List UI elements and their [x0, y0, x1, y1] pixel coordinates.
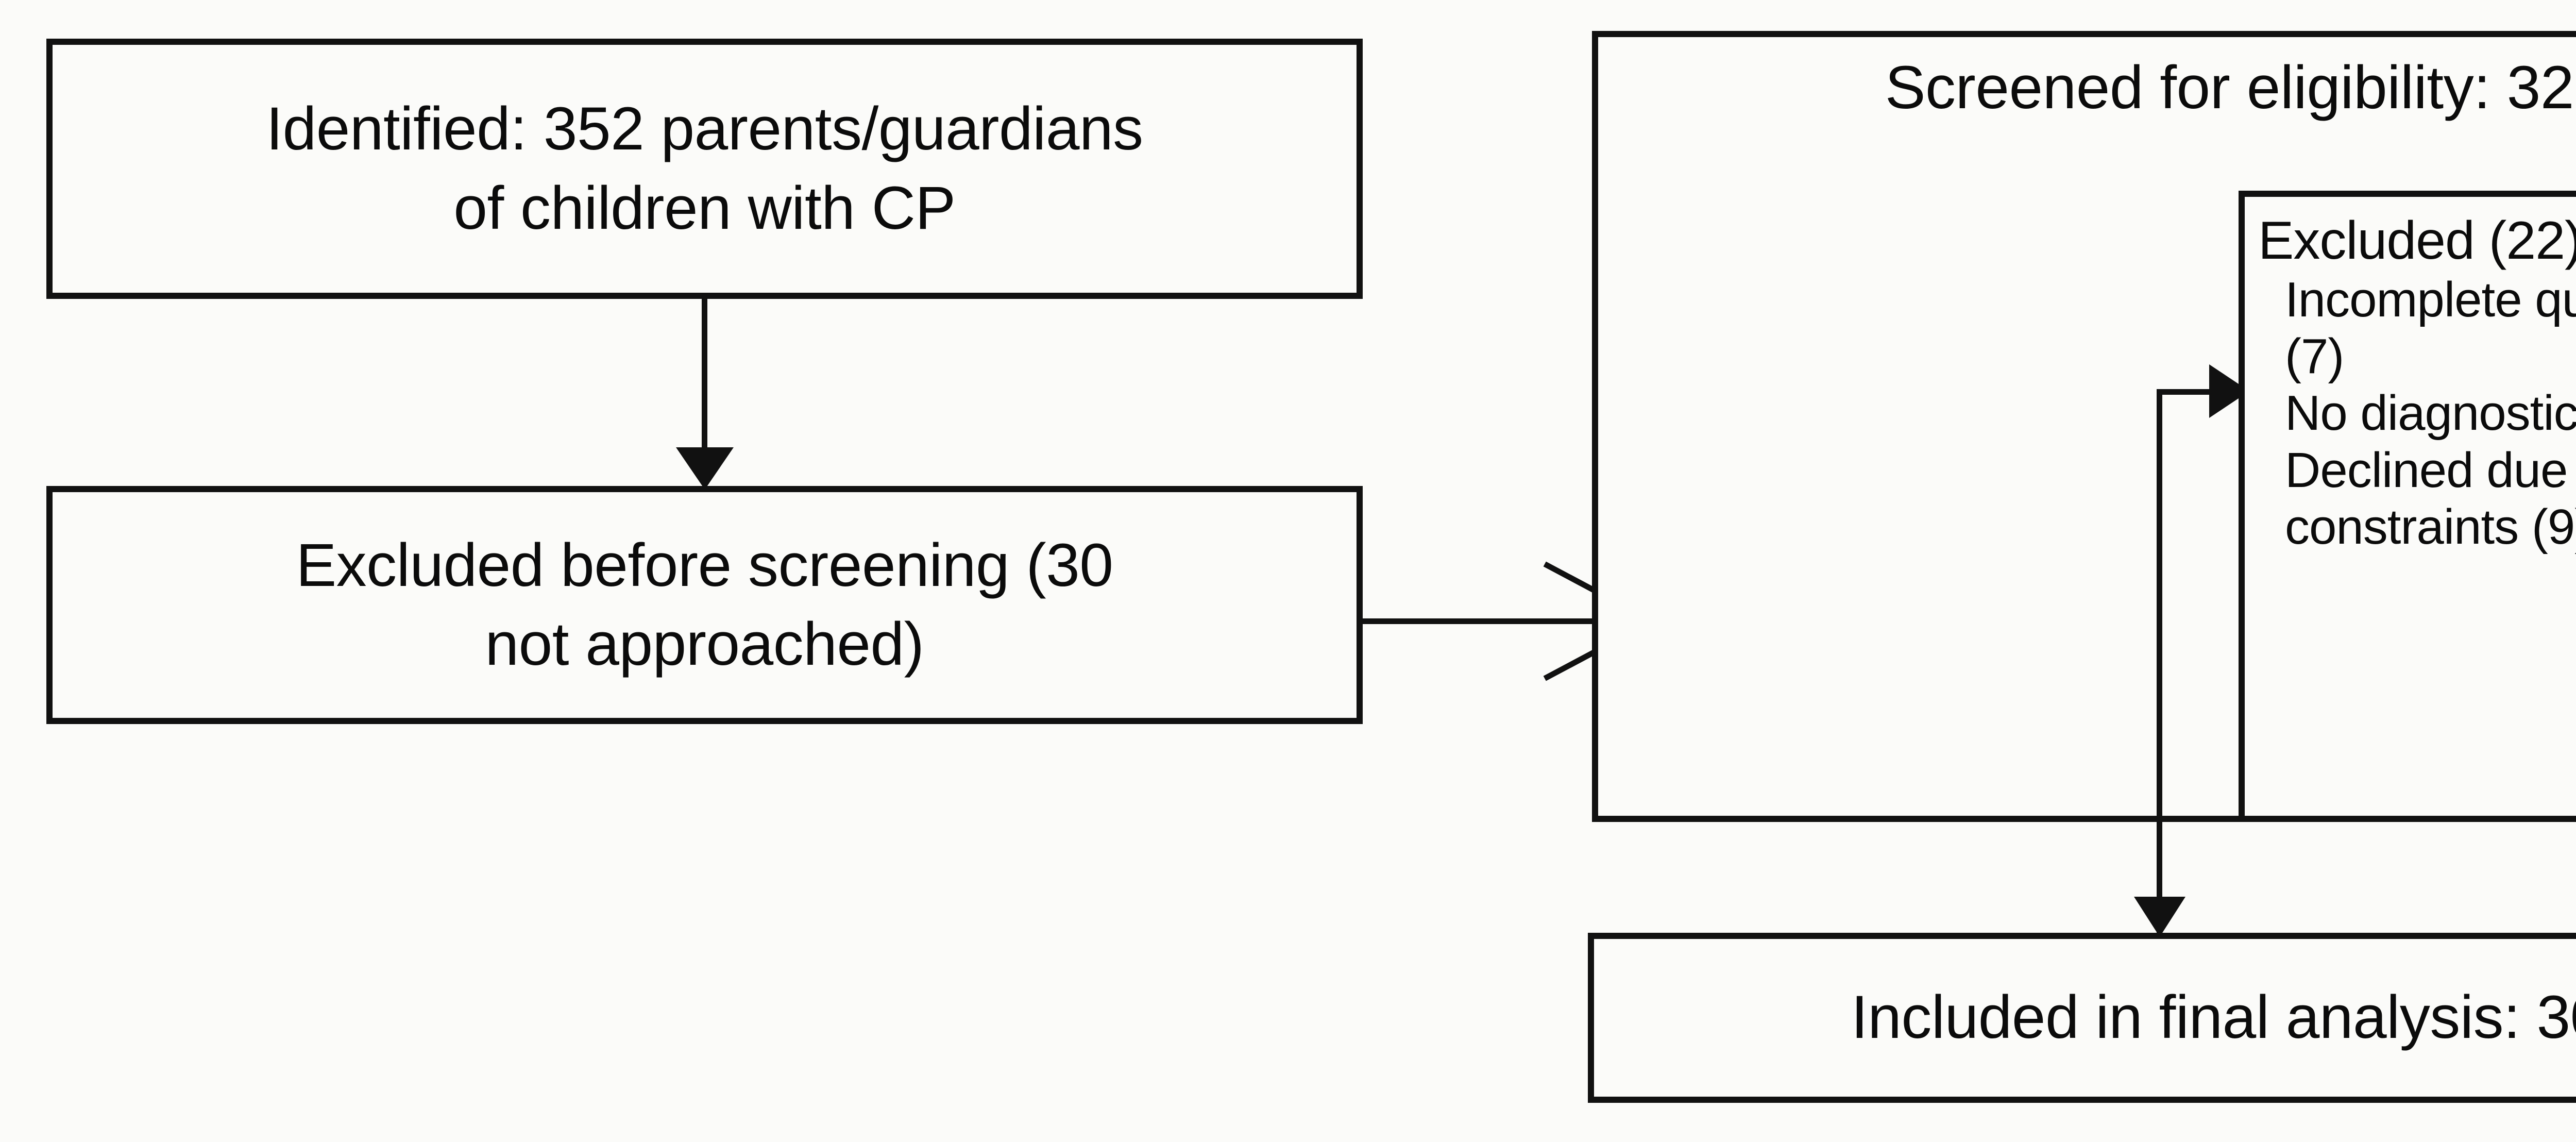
node-excluded-before-screening-label: Excluded before screening (30 not approa…	[296, 531, 1113, 678]
arrowhead-right-open-icon	[1543, 561, 1598, 594]
node-included-in-final-analysis: Included in final analysis: 300	[1588, 933, 2576, 1103]
node-identified-label: Identified: 352 parents/guardians of chi…	[266, 95, 1143, 242]
connector-screened-branch-vertical	[2157, 389, 2162, 941]
node-excluded-detail: Excluded (22): Incomplete questionnaire …	[2239, 191, 2576, 822]
list-item: Declined due to time constraints (9)	[2285, 442, 2576, 555]
arrowhead-down-icon	[676, 447, 734, 490]
arrowhead-right-open-icon-lower	[1543, 648, 1598, 681]
connector-excluded-before-to-screened	[1363, 618, 1592, 624]
node-screened-for-eligibility-label: Screened for eligibility: 322	[1885, 54, 2576, 122]
arrowhead-down-icon-included	[2134, 897, 2185, 937]
node-identified: Identified: 352 parents/guardians of chi…	[46, 39, 1363, 299]
excluded-detail-body: Excluded (22): Incomplete questionnaire …	[2245, 197, 2576, 556]
node-included-in-final-analysis-label: Included in final analysis: 300	[1851, 983, 2576, 1052]
list-item: Incomplete questionnaire (7)	[2285, 272, 2576, 384]
node-excluded-before-screening: Excluded before screening (30 not approa…	[46, 486, 1363, 724]
list-item: No diagnostic record (6)	[2285, 385, 2576, 441]
connector-identified-to-excluded-before	[702, 299, 707, 454]
excluded-detail-title: Excluded (22):	[2258, 211, 2576, 271]
connector-screened-to-excluded-detail	[2157, 389, 2213, 395]
excluded-detail-reason-list: Incomplete questionnaire (7) No diagnost…	[2258, 272, 2576, 556]
